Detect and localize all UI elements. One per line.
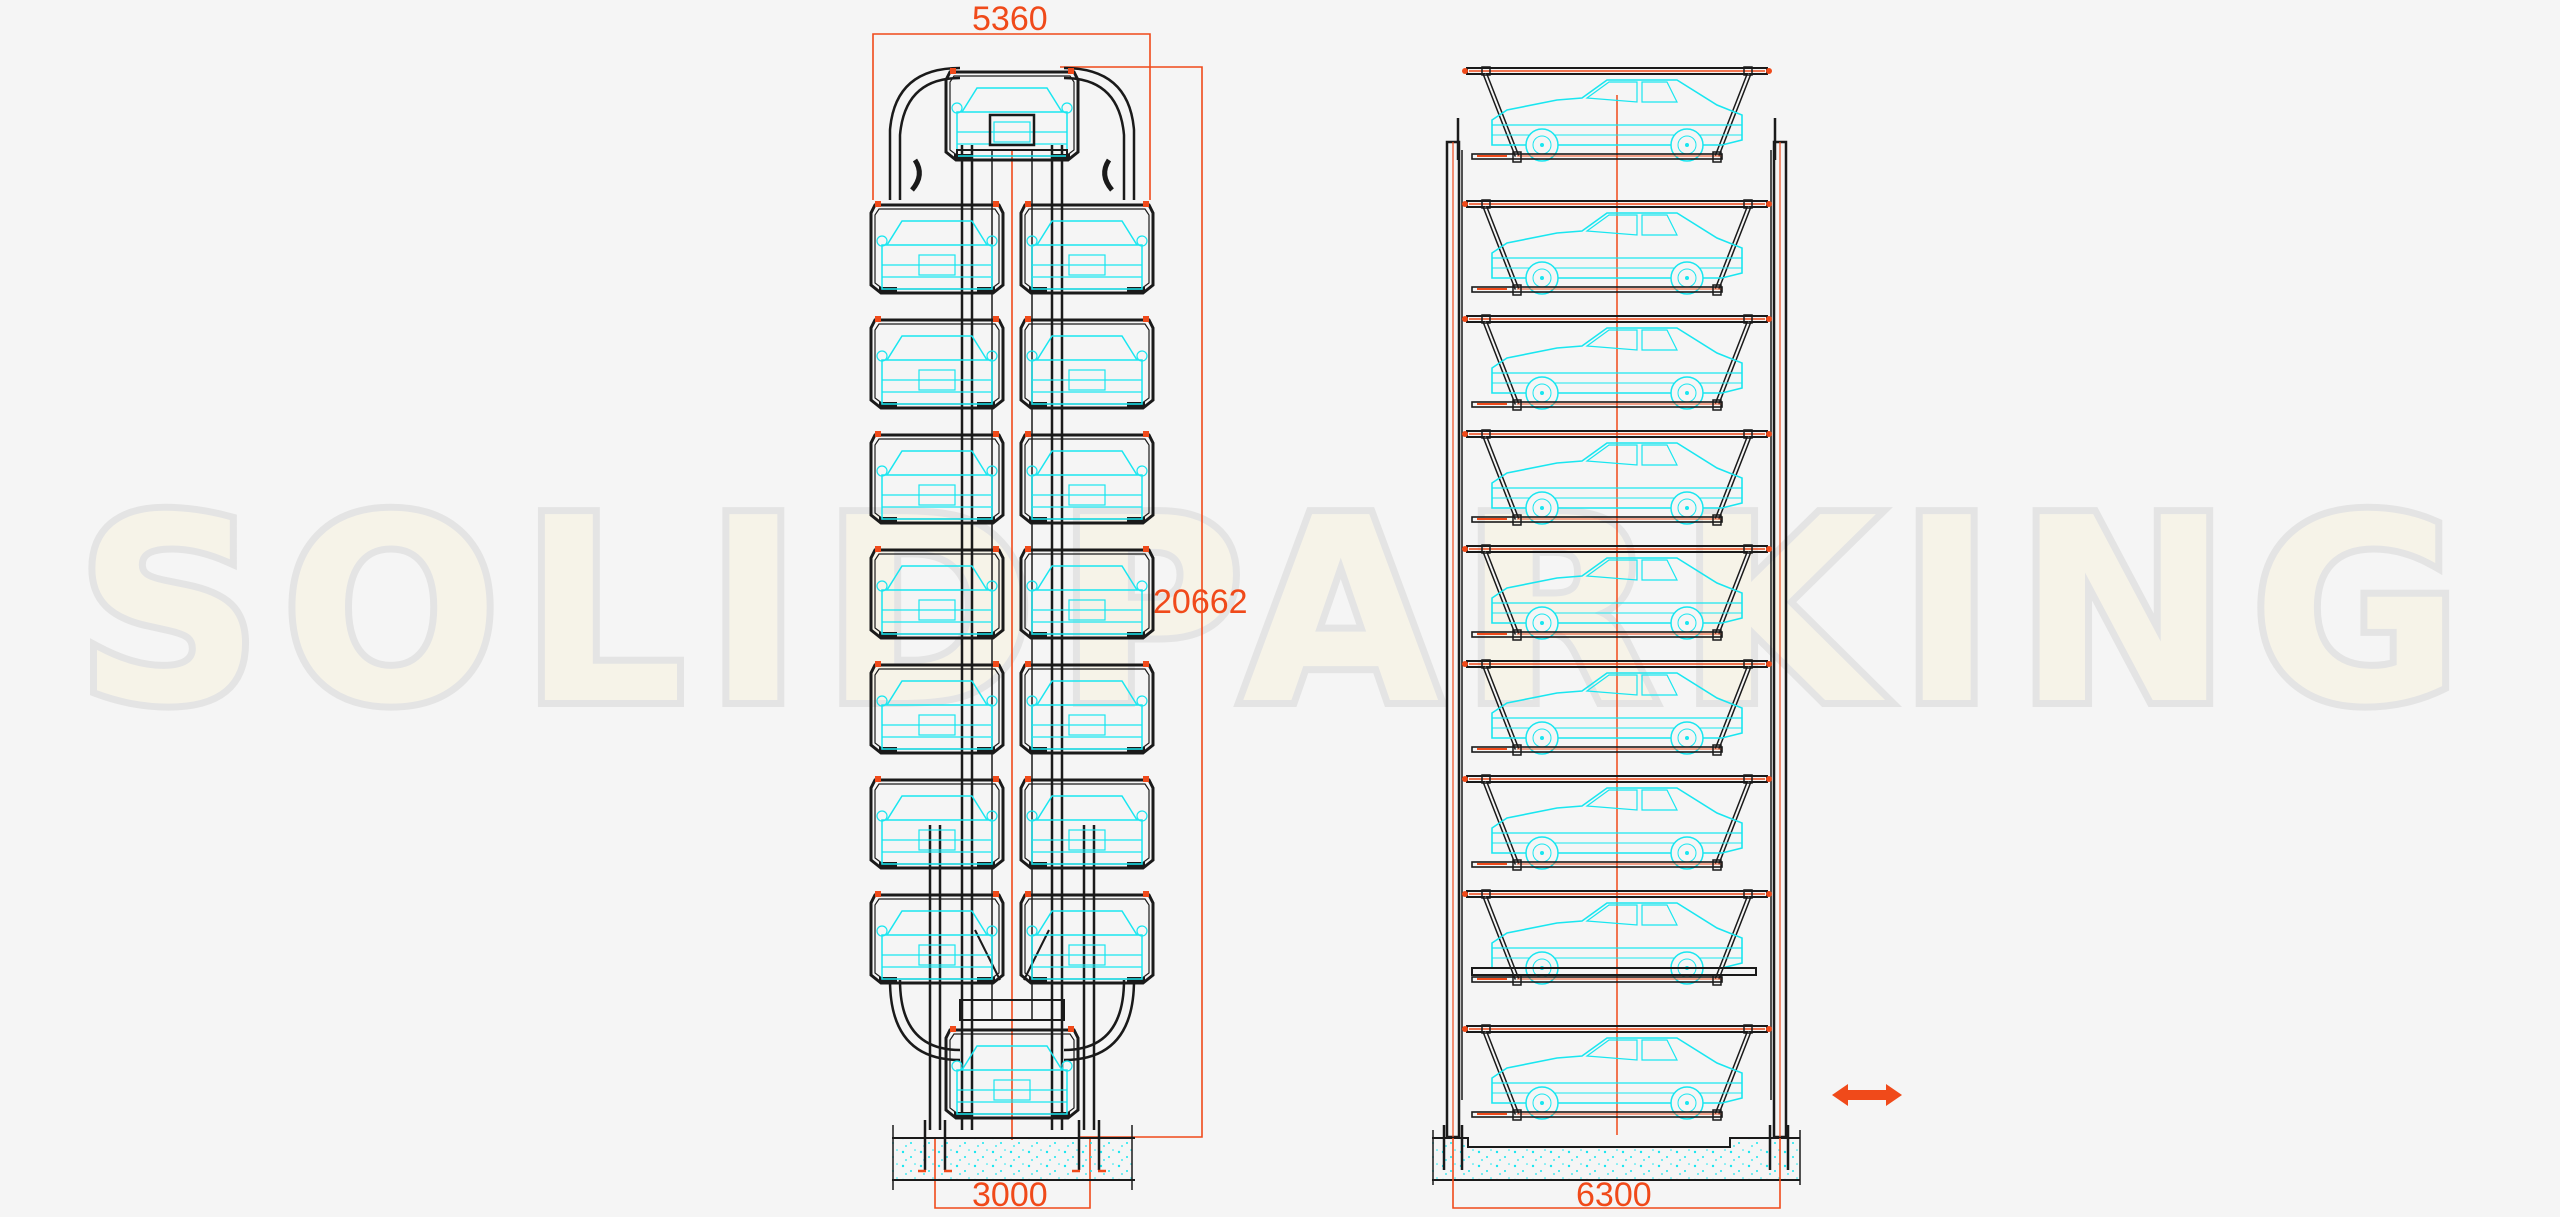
dimension-line-side xyxy=(1452,1138,1781,1209)
foundation-side xyxy=(1432,1125,1801,1185)
rotation-track xyxy=(888,66,1136,1062)
side-view xyxy=(1432,67,1801,1209)
front-view xyxy=(871,33,1203,1209)
svg-text:SOLIDPARKING: SOLIDPARKING xyxy=(77,464,2483,761)
watermark: SOLIDPARKING xyxy=(70,457,2483,768)
double-arrow-horizontal-icon xyxy=(1832,1084,1902,1106)
dimension-base-side: 6300 xyxy=(1576,1176,1652,1214)
dimension-height: 20662 xyxy=(1153,583,1248,621)
foundation-front xyxy=(892,1120,1135,1190)
pallet-top xyxy=(946,68,1078,160)
dimension-width-top: 5360 xyxy=(972,0,1048,38)
dimension-base-front: 3000 xyxy=(972,1176,1048,1214)
